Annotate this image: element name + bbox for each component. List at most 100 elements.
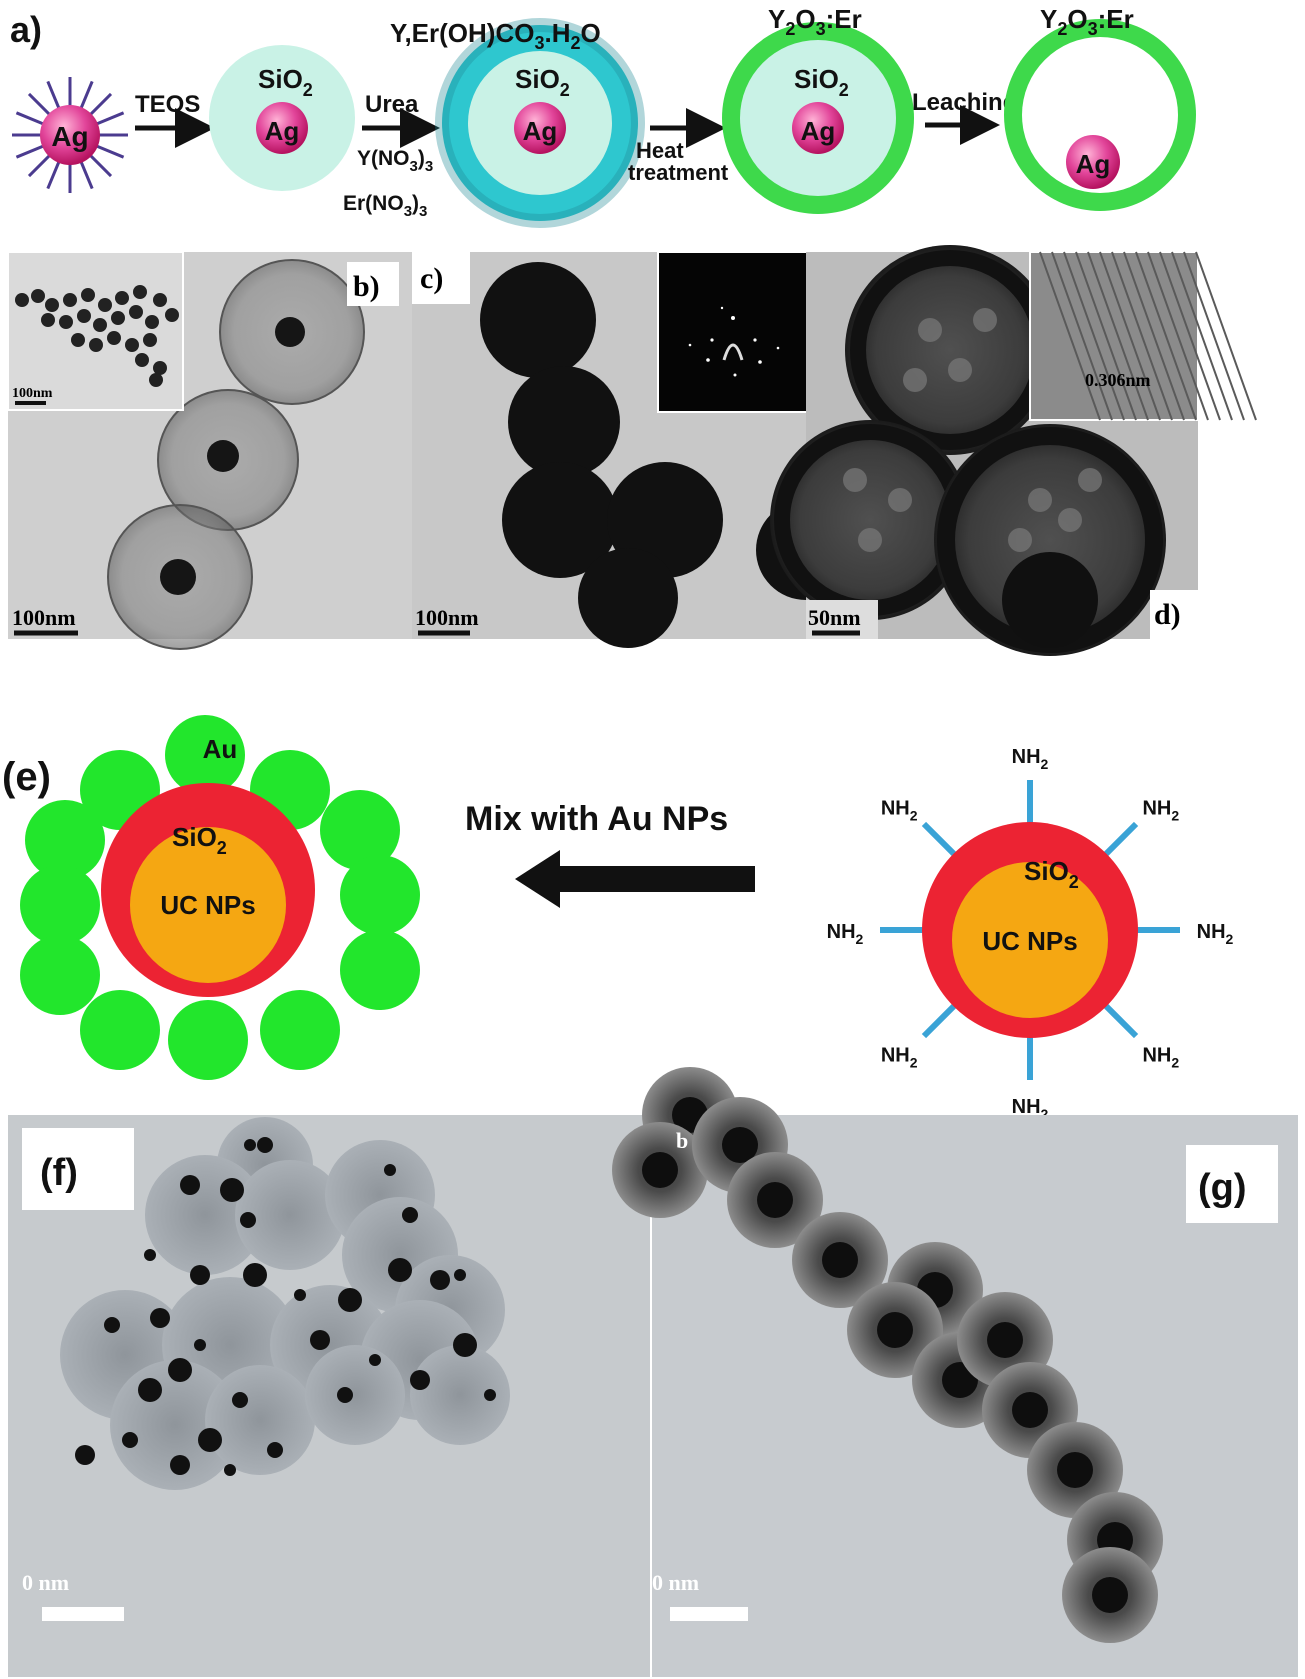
panel-b-scale-text: 100nm: [12, 605, 76, 630]
au-dot: [198, 1428, 222, 1452]
oxide-label-1: Y2O3:Er: [768, 4, 862, 39]
au-dot: [402, 1207, 418, 1223]
uc-sio2-particle: [205, 1365, 315, 1475]
nanoparticle-dot: [77, 309, 91, 323]
au-dot: [454, 1269, 466, 1281]
texture-blob: [888, 488, 912, 512]
panel-c-label-box: [412, 252, 470, 304]
panel-d: 0.306nm d) 50nm: [770, 245, 1257, 656]
nanoparticle-dot: [125, 338, 139, 352]
ligand-chain: [15, 144, 45, 159]
nanoparticle-dot: [165, 308, 179, 322]
au-dot: [310, 1330, 330, 1350]
urea-label: Urea: [365, 91, 419, 118]
ag-core-1: [40, 105, 100, 165]
nh2-label: NH2: [1012, 1096, 1049, 1122]
ag-label-4: Ag: [801, 116, 836, 146]
ligand-chain: [27, 92, 52, 117]
au-dot: [243, 1263, 267, 1287]
lattice-fringe: [1195, 251, 1257, 421]
texture-blob: [1058, 508, 1082, 532]
au-dot: [338, 1288, 362, 1312]
ynitrate-label: Y(NO3)3: [357, 147, 433, 175]
au-dot: [430, 1270, 450, 1290]
au-dot: [104, 1317, 120, 1333]
au-dot: [150, 1308, 170, 1328]
sio2-label-4: SiO2: [794, 64, 849, 100]
au-dot: [220, 1178, 244, 1202]
nanoparticle-dot: [115, 291, 129, 305]
ag-label-3: Ag: [523, 116, 558, 146]
hollow-rattle-particle: Ag: [1004, 19, 1196, 211]
saed-spots: [688, 306, 780, 377]
texture-blob: [858, 528, 882, 552]
lattice-fringe: [1159, 251, 1221, 421]
mix-arrow-shaft: [535, 866, 755, 892]
particle-core: [987, 1322, 1023, 1358]
nanoparticle-dot: [45, 298, 59, 312]
au-dot: [194, 1339, 206, 1351]
nanoparticle-dot: [71, 333, 85, 347]
au-dot: [122, 1432, 138, 1448]
particle-core: [822, 1242, 858, 1278]
panel-c-label: c): [420, 262, 443, 295]
mix-label: Mix with Au NPs: [465, 800, 728, 838]
texture-blob: [948, 358, 972, 382]
uc-sio2-particle: [235, 1160, 345, 1270]
particle-core: [642, 1152, 678, 1188]
lattice-fringe: [1183, 251, 1245, 421]
texture-blob: [973, 308, 997, 332]
nh2-label: NH2: [827, 921, 864, 947]
au-nanoparticle: [340, 930, 420, 1010]
au-nanoparticle: [80, 990, 160, 1070]
nanoparticle-dot: [15, 293, 29, 307]
nh2-label: NH2: [1012, 746, 1049, 772]
au-nanoparticle: [340, 855, 420, 935]
ag-label-5: Ag: [1076, 149, 1111, 179]
inset-scale-text: 100nm: [12, 386, 53, 401]
oxide-label-2: Y2O3:Er: [1040, 4, 1134, 39]
panel-f-scale-text: 0 nm: [22, 1570, 69, 1595]
au-nanoparticle: [20, 865, 100, 945]
nanoparticle-dot: [153, 361, 167, 375]
nanoparticle-dot: [93, 318, 107, 332]
au-dot: [240, 1212, 256, 1228]
au-dot: [138, 1378, 162, 1402]
au-nanoparticle: [168, 1000, 248, 1080]
lattice-fringe: [1063, 251, 1125, 421]
particle-core: [1092, 1577, 1128, 1613]
au-dot: [244, 1139, 256, 1151]
texture-blob: [1078, 468, 1102, 492]
panel-e-label: (e): [2, 755, 51, 799]
texture-blob: [903, 368, 927, 392]
lattice-fringe: [1111, 251, 1173, 421]
nanoparticle-dot: [143, 333, 157, 347]
sio2-label-right: SiO2: [1024, 856, 1079, 892]
nanoparticle-dot: [145, 315, 159, 329]
au-dot: [453, 1333, 477, 1357]
uc-label-left: UC NPs: [160, 890, 255, 920]
lattice-fringe: [1051, 251, 1113, 421]
lattice-fringe: [1099, 251, 1161, 421]
ag-label-2: Ag: [265, 116, 300, 146]
nh2-label: NH2: [1142, 1045, 1179, 1071]
au-dot: [170, 1455, 190, 1475]
particle-core: [722, 1127, 758, 1163]
au-dot: [484, 1389, 496, 1401]
au-dot: [168, 1358, 192, 1382]
panel-f-label: (f): [40, 1152, 78, 1194]
nanoparticle-dot: [41, 313, 55, 327]
texture-blob: [1008, 528, 1032, 552]
particle-core: [757, 1182, 793, 1218]
au-dot: [75, 1445, 95, 1465]
nanoparticle-dot: [133, 285, 147, 299]
saed-inset: [657, 251, 808, 413]
leaching-label: Leaching: [912, 89, 1017, 116]
panel-f-scalebar: [42, 1607, 124, 1621]
nh2-label: NH2: [881, 1045, 918, 1071]
au-dot: [267, 1442, 283, 1458]
nanoparticle-dot: [89, 338, 103, 352]
nh2-label: NH2: [1197, 921, 1234, 947]
sio2-label-left: SiO2: [172, 822, 227, 858]
amine-ligand: [1102, 821, 1139, 858]
